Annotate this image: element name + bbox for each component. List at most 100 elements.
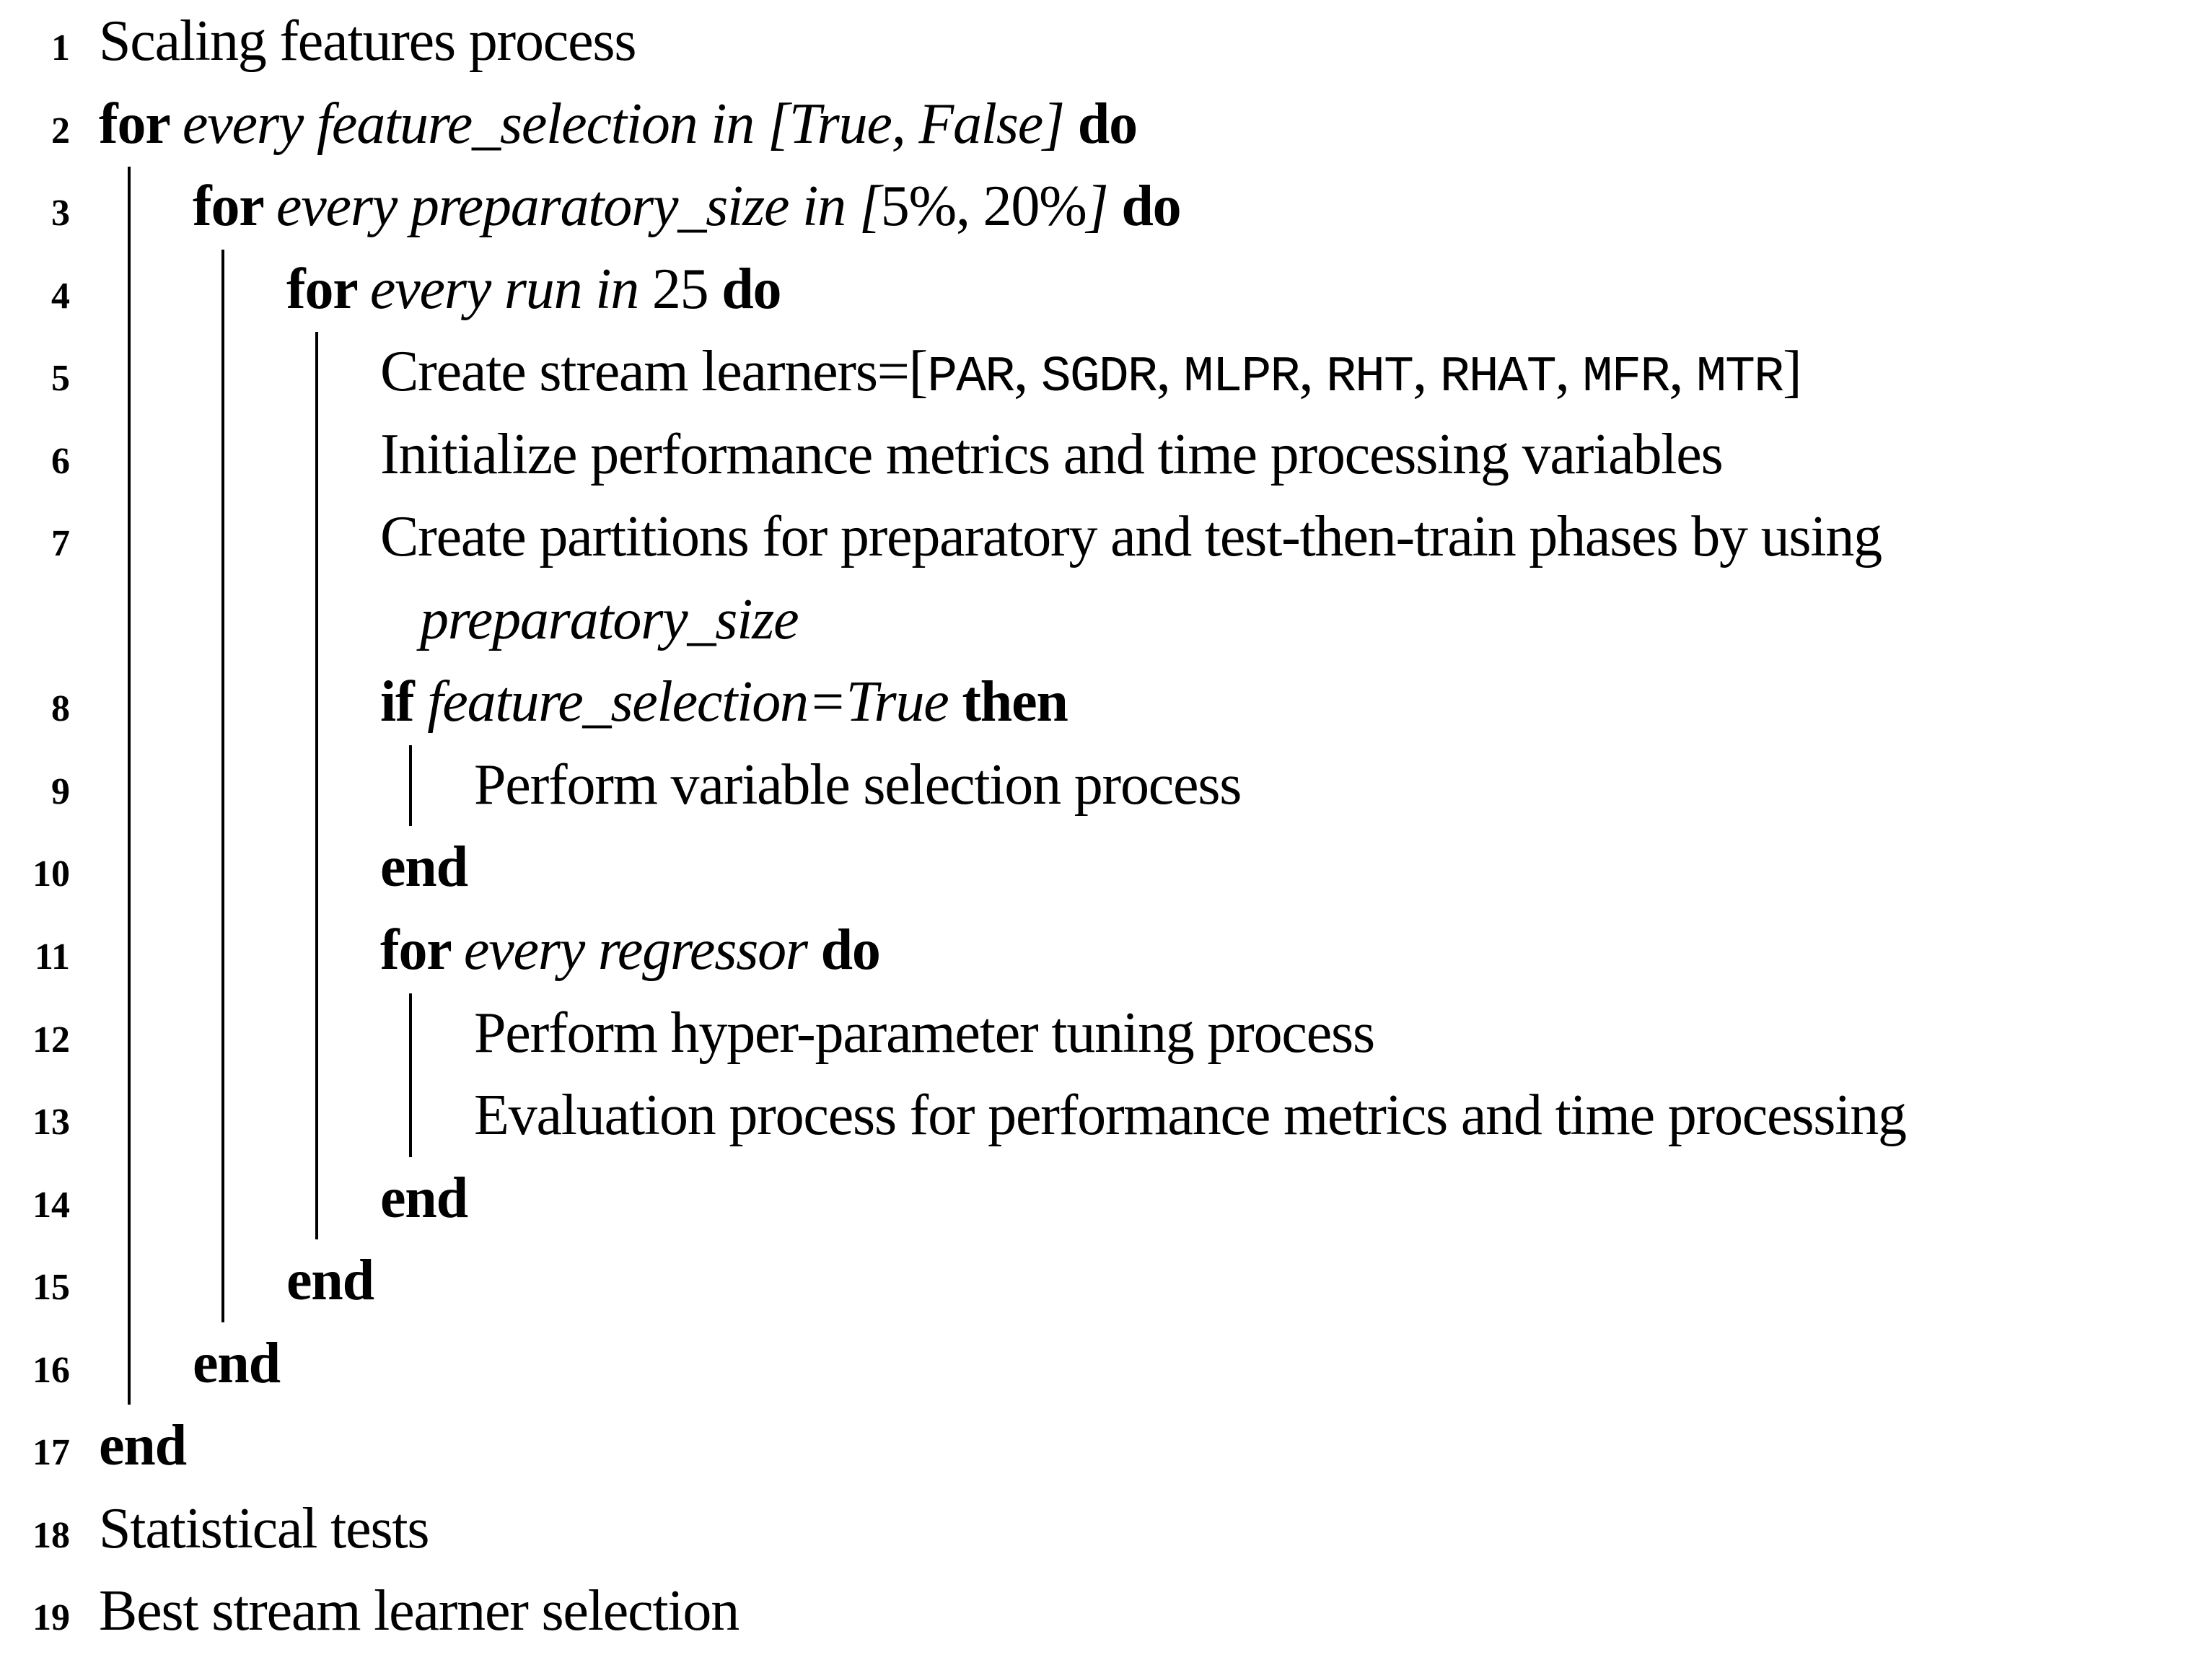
- text-segment-mono: MLPR: [1183, 349, 1300, 407]
- text-segment-roman: 5%, 20%: [880, 175, 1087, 239]
- text-segment-mono: MFR: [1582, 349, 1670, 407]
- indent-guide-bar: [409, 745, 412, 827]
- text-segment-italic: every run in: [369, 257, 652, 321]
- statement-text: end: [286, 1249, 374, 1312]
- line-number: 1: [51, 27, 70, 69]
- statement-text: Statistical tests: [99, 1496, 430, 1560]
- text-segment-italic: every feature_selection in [True, False]: [182, 92, 1078, 156]
- statement-text: end: [99, 1414, 187, 1478]
- text-segment-roman: Evaluation process for performance metri…: [474, 1084, 1907, 1148]
- text-segment-roman: Create partitions for preparatory and te…: [380, 505, 1882, 569]
- text-segment-roman: Perform variable selection process: [474, 752, 1242, 817]
- text-segment-roman: Initialize performance metrics and time …: [380, 422, 1724, 486]
- text-segment-roman: ,: [1413, 340, 1440, 404]
- algo-line-continuation: preparatory_size: [0, 579, 2212, 662]
- algo-line-14: 14 end: [0, 1157, 2212, 1240]
- text-segment-bold: if: [380, 670, 428, 734]
- statement-text: Create partitions for preparatory and te…: [380, 505, 1882, 568]
- text-segment-roman: Best stream learner selection: [99, 1579, 739, 1643]
- statement-text: end: [380, 1167, 468, 1230]
- text-segment-bold: end: [193, 1331, 281, 1395]
- algo-line-10: 10 end: [0, 826, 2212, 909]
- text-segment-italic: every preparatory_size in [: [276, 175, 882, 239]
- line-number: 13: [32, 1102, 70, 1143]
- line-number: 17: [32, 1432, 70, 1474]
- statement-text: Create stream learners=[PAR, SGDR, MLPR,…: [380, 340, 1802, 407]
- text-segment-italic: feature_selection=True: [427, 670, 962, 734]
- algo-line-6: 6 Initialize performance metrics and time…: [0, 413, 2212, 496]
- text-segment-bold: for: [99, 92, 183, 156]
- text-segment-mono: PAR: [927, 349, 1015, 407]
- line-number: 14: [32, 1184, 70, 1226]
- text-segment-bold: do: [1121, 175, 1181, 239]
- text-segment-roman: ,: [1156, 340, 1184, 404]
- line-number: 4: [51, 275, 70, 317]
- statement-text: Best stream learner selection: [99, 1579, 739, 1643]
- text-segment-roman: ,: [1555, 340, 1583, 404]
- statement-text: for every regressor do: [380, 918, 881, 983]
- algo-line-16: 16 end: [0, 1322, 2212, 1405]
- line-number: 12: [32, 1019, 70, 1060]
- algo-line-7: 7 Create partitions for preparatory and t…: [0, 496, 2212, 579]
- text-segment-bold: for: [286, 257, 370, 321]
- text-segment-roman: Create stream learners=[: [380, 340, 928, 404]
- algo-line-17: 17 end: [0, 1405, 2212, 1488]
- text-segment-bold: for: [193, 175, 276, 239]
- algo-line-4: 4 for every run in 25 do: [0, 248, 2212, 331]
- statement-text: Perform variable selection process: [474, 752, 1242, 817]
- text-segment-roman: ,: [1669, 340, 1696, 404]
- text-segment-italic: every regressor: [463, 918, 821, 983]
- statement-text: for every feature_selection in [True, Fa…: [99, 92, 1138, 156]
- algo-line-2: 2 for every feature_selection in [True, F…: [0, 83, 2212, 166]
- statement-text: Perform hyper-parameter tuning process: [474, 1001, 1375, 1065]
- line-number: 3: [51, 193, 70, 234]
- algo-line-13: 13 Evaluation process for performance met…: [0, 1074, 2212, 1157]
- text-segment-bold: for: [380, 918, 464, 983]
- line-number: 16: [32, 1349, 70, 1391]
- text-segment-bold: do: [721, 257, 781, 321]
- statement-text: end: [380, 835, 468, 899]
- algo-line-1: 1 Scaling features process: [0, 0, 2212, 83]
- statement-text: preparatory_size: [420, 588, 799, 651]
- line-number: 7: [51, 523, 70, 565]
- indent-guide-bar: [128, 167, 131, 1405]
- line-number: 6: [51, 440, 70, 482]
- algo-line-9: 9 Perform variable selection process: [0, 744, 2212, 827]
- line-number: 10: [32, 853, 70, 895]
- text-segment-bold: do: [1077, 92, 1138, 156]
- text-segment-roman: ,: [1014, 340, 1041, 404]
- line-number: 8: [51, 688, 70, 730]
- line-number: 9: [51, 770, 70, 812]
- text-segment-mono: SGDR: [1040, 349, 1158, 407]
- text-segment-bold: then: [962, 670, 1068, 734]
- text-segment-roman: 25: [651, 257, 722, 321]
- line-number: 18: [32, 1514, 70, 1556]
- line-number: 2: [51, 110, 70, 151]
- line-number: 11: [34, 936, 70, 978]
- text-segment-bold: end: [99, 1414, 187, 1478]
- statement-text: Evaluation process for performance metri…: [474, 1084, 1907, 1148]
- algo-line-18: 18 Statistical tests: [0, 1488, 2212, 1571]
- text-segment-roman: ]: [1783, 340, 1802, 404]
- algo-line-5: 5 Create stream learners=[PAR, SGDR, MLPR…: [0, 330, 2212, 413]
- text-segment-roman: Scaling features process: [99, 9, 636, 73]
- algo-line-12: 12 Perform hyper-parameter tuning process: [0, 992, 2212, 1075]
- statement-text: Initialize performance metrics and time …: [380, 422, 1724, 486]
- statement-text: for every run in 25 do: [286, 257, 782, 321]
- statement-text: for every preparatory_size in [5%, 20%] …: [193, 175, 1182, 239]
- algo-line-15: 15 end: [0, 1239, 2212, 1322]
- indent-guide-bar: [221, 249, 224, 1322]
- text-segment-bold: end: [380, 835, 468, 900]
- text-segment-roman: ,: [1299, 340, 1327, 404]
- indent-guide-bar: [409, 993, 412, 1157]
- indent-guide-bar: [315, 332, 318, 1240]
- line-number: 15: [32, 1267, 70, 1309]
- text-segment-bold: end: [286, 1249, 374, 1313]
- algo-line-11: 11 for every regressor do: [0, 909, 2212, 992]
- line-number: 5: [51, 358, 70, 400]
- text-segment-roman: Statistical tests: [99, 1496, 430, 1560]
- text-segment-mono: RHT: [1326, 349, 1414, 407]
- text-segment-roman: Perform hyper-parameter tuning process: [474, 1001, 1375, 1065]
